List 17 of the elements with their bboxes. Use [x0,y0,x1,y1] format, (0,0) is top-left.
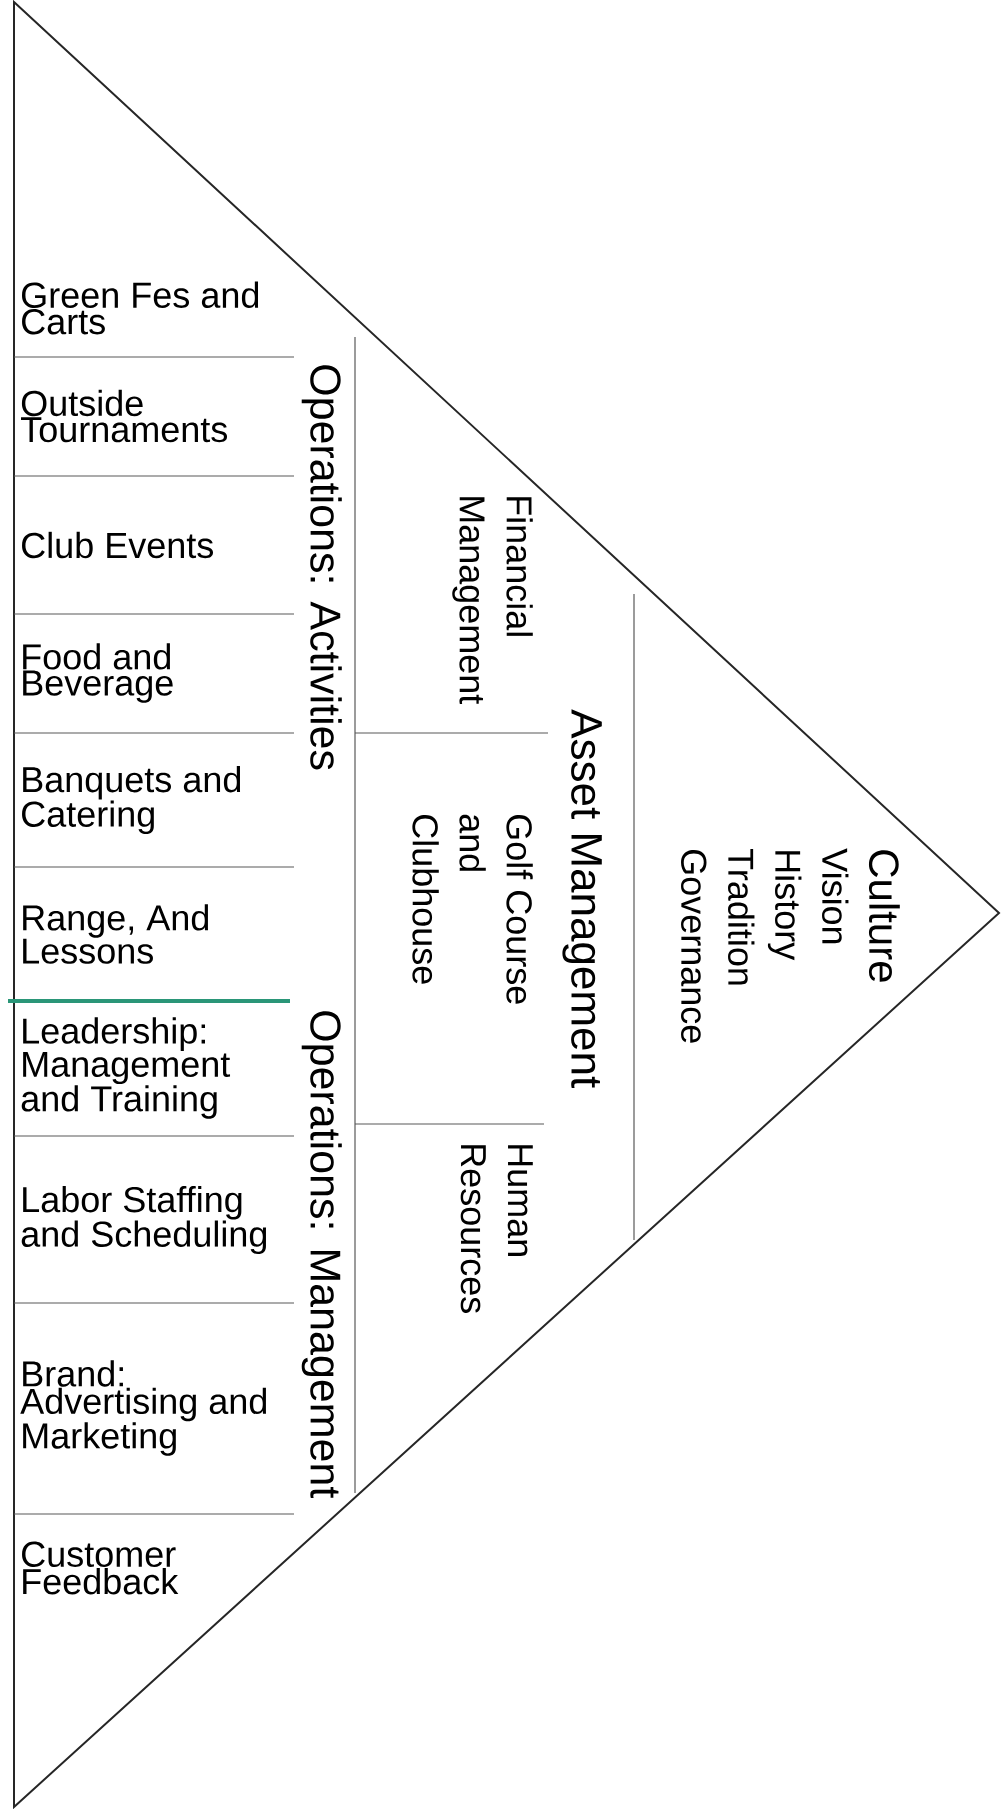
heading: Operations: Management [301,1011,342,1498]
list-row: Leadership: Management and Training [13,1017,295,1137]
list-row: Labor Staffing and Scheduling [13,1185,295,1304]
section-label: Culture Vision History Tradition Governance [681,848,900,1043]
list-row: Food and Beverage [13,643,295,734]
list-row: Club Events [13,531,295,615]
list-row: Banquets and Catering [13,765,295,868]
list-row: Range, And Lessons [8,904,290,1003]
list-row: Brand: Advertising and Marketing [13,1360,295,1515]
section-label: Golf Course and Clubhouse [354,814,545,1125]
list-row: Green Fes and Carts [13,281,295,358]
section-label: Financial Management [354,497,549,734]
section-label: Human Resources [460,1145,533,1313]
heading: Operations: Activities [301,365,342,770]
list-row: Customer Feedback [22,1541,179,1595]
list-row: Outside Tournaments [13,389,295,477]
heading: Asset Management [562,709,602,1088]
